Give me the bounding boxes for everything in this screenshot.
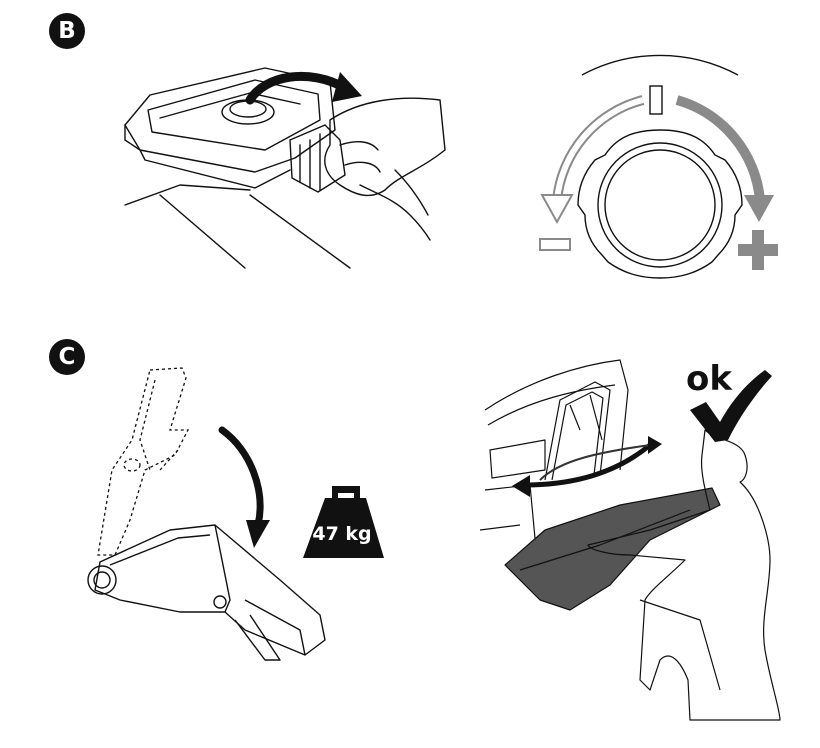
ok-label: ok bbox=[686, 359, 732, 399]
step-b-badge: B bbox=[49, 13, 85, 49]
step-c-badge: C bbox=[49, 339, 85, 375]
weight-label: 47 kg bbox=[312, 523, 372, 545]
